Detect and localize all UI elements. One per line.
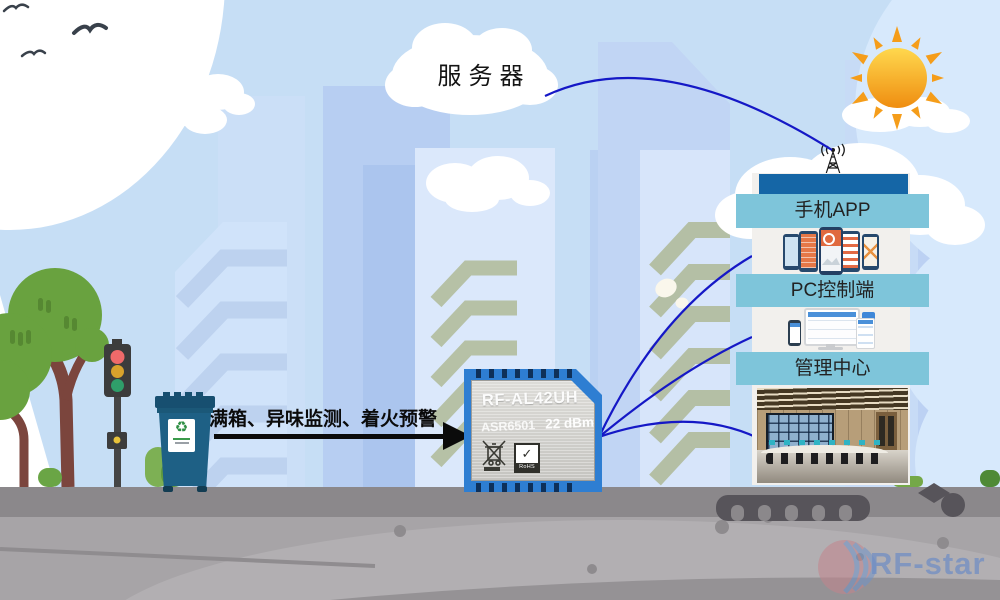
bin-label-line (173, 438, 190, 440)
phone (841, 231, 860, 272)
building-chevron-windows (175, 249, 287, 487)
tablet (856, 318, 875, 349)
traffic-light (104, 339, 131, 487)
building-right-windows (640, 150, 730, 487)
rohs-check-icon: ✓ (521, 446, 533, 461)
module-chip: ASR6501 (480, 418, 536, 435)
panel-header-bar (759, 174, 908, 194)
panel-bar-pc-control: PC控制端 (736, 274, 929, 307)
antenna-icon (821, 143, 845, 175)
monitor-stand (826, 344, 835, 348)
control-room-ceiling (757, 388, 908, 410)
small-cloud-dots (655, 278, 689, 309)
server-cloud (385, 23, 558, 115)
line-module-to-center (598, 420, 759, 439)
sun-icon (850, 26, 944, 130)
monitor (804, 308, 860, 346)
weee-icon (481, 439, 507, 467)
recycle-icon: ♻ (174, 419, 189, 436)
connection-lines (544, 76, 833, 439)
module-power: 22 dBm (544, 414, 595, 432)
logo-sphere (818, 540, 877, 594)
module-shield: RF-AL42UH ASR6501 22 dBm ✓ RoHS (471, 380, 595, 481)
rf-module: RF-AL42UH ASR6501 22 dBm ✓ RoHS (464, 369, 602, 492)
control-room-photo (757, 388, 908, 483)
module-model: RF-AL42UH (481, 388, 579, 410)
phone (862, 234, 879, 270)
alert-arrow-shaft (214, 434, 444, 439)
line-module-to-pc (598, 336, 753, 438)
server-cloud-label: 服务器 (437, 63, 531, 90)
bin-lid (155, 396, 215, 408)
railing-silhouette (716, 483, 965, 521)
bin-wheel (197, 486, 207, 492)
phone (819, 227, 843, 275)
panel-bar-mobile-app: 手机APP (736, 194, 929, 228)
line-module-to-app (598, 255, 753, 438)
alert-arrow-label: 满箱、异味监测、着火预警 (208, 409, 437, 430)
panel-bar-management-center: 管理中心 (736, 352, 929, 385)
control-room-chairs (766, 453, 886, 464)
bin-label-line (174, 442, 189, 444)
rohs-mark: ✓ RoHS (514, 443, 540, 473)
bin-neck (157, 408, 213, 413)
weee-bar (484, 467, 500, 471)
trees-group (0, 268, 109, 488)
bin-wheel (163, 486, 173, 492)
monitor-base (818, 347, 843, 350)
leaf-marks (10, 298, 77, 346)
trash-bin: ♻ (155, 392, 215, 492)
rohs-label: RoHS (516, 463, 538, 471)
module-pins-bottom (476, 483, 572, 492)
bin-recycle-label: ♻ (168, 419, 195, 452)
pc-illustration (782, 306, 882, 351)
small-phone (788, 320, 801, 346)
phones-illustration (783, 227, 879, 275)
control-room-desk (761, 445, 888, 453)
logo-text: RF-star (870, 546, 986, 581)
line-cloud-to-antenna (544, 76, 833, 151)
phone (799, 231, 818, 272)
phone (783, 234, 800, 270)
bin-lid-notches (163, 392, 207, 397)
desk-monitors (769, 440, 887, 445)
module-pins-top (476, 369, 572, 378)
birds-group (2, 3, 108, 58)
